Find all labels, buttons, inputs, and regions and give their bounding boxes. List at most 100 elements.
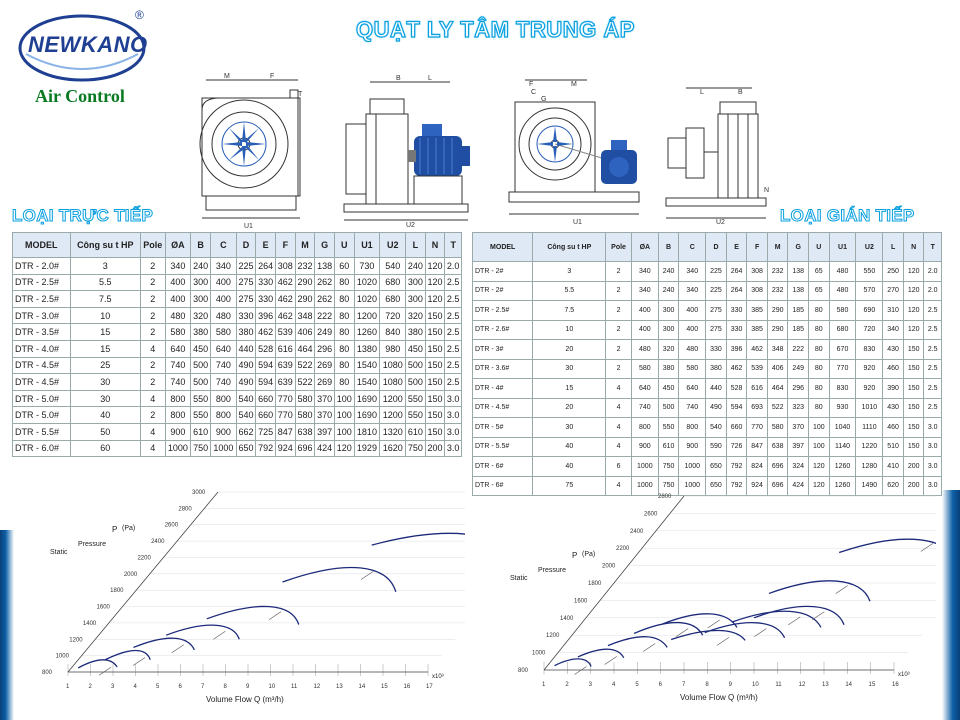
table-cell: 770	[275, 406, 296, 424]
decor-strip-left	[0, 530, 14, 720]
table-cell: 2.5	[444, 356, 462, 375]
dim-label-f: F	[529, 81, 533, 88]
table-cell: 2	[605, 319, 632, 340]
y-axis-label-unit: (Pa)	[582, 551, 595, 558]
table-cell: 7.5	[69, 290, 142, 308]
table-cell: 100	[333, 389, 355, 408]
table-cell: 1080	[379, 373, 407, 391]
table-cell: 340	[678, 280, 707, 301]
table-cell: 2	[140, 323, 166, 341]
table-cell: 730	[353, 257, 381, 275]
table-cell: 3.0	[923, 456, 942, 477]
table-cell: 340	[209, 257, 237, 275]
x-tick-label: 3	[111, 684, 115, 690]
x-tick-label: 13	[336, 684, 343, 690]
column-header: D	[705, 232, 727, 262]
table-cell: 725	[255, 422, 276, 441]
x-axis-label: Volume Flow Q (m³/h)	[206, 695, 284, 704]
table-cell: 300	[190, 290, 211, 308]
model-cell: DTR - 3.5#	[12, 323, 71, 341]
table-cell: 400	[164, 290, 192, 308]
table-cell: 2	[605, 280, 632, 301]
table-cell: 340	[678, 261, 707, 282]
table-cell: 330	[705, 339, 727, 360]
table-cell: 770	[828, 358, 857, 379]
table-cell: 580	[294, 406, 316, 424]
y-tick-label: 1400	[83, 621, 97, 627]
table-cell: 580	[630, 358, 659, 379]
y-tick-label: 2200	[137, 555, 151, 561]
table-cell: 400	[678, 319, 707, 340]
table-cell: 2	[140, 356, 166, 375]
x-tick-label: 16	[404, 684, 411, 690]
model-cell: DTR - 2.6#	[471, 319, 534, 340]
table-cell: 275	[235, 290, 257, 308]
table-cell: 80	[333, 306, 355, 325]
dim-label-m: M	[224, 73, 230, 80]
table-cell: 847	[275, 422, 296, 441]
series-marker	[788, 616, 801, 626]
table-cell: 330	[255, 273, 276, 292]
table-cell: 50	[69, 422, 142, 441]
table-cell: 1000	[678, 475, 707, 496]
table-cell: 2.5	[444, 273, 462, 292]
table-cell: 296	[787, 378, 809, 399]
table-cell: 680	[828, 319, 857, 340]
x-tick-label: 6	[179, 684, 183, 690]
table-cell: 500	[190, 356, 211, 375]
table-cell: 1020	[353, 273, 381, 292]
table-cell: 60	[69, 439, 142, 458]
y-tick-label: 1200	[546, 633, 560, 639]
table-cell: 639	[275, 373, 296, 391]
model-cell: DTR - 2.5#	[471, 300, 534, 321]
table-cell: 380	[705, 358, 727, 379]
x-tick-label: 2	[565, 682, 569, 688]
x-tick-label: 6	[659, 682, 663, 688]
table-cell: 3.0	[444, 439, 462, 458]
table-cell: 330	[235, 306, 257, 325]
table-cell: 1010	[855, 397, 884, 418]
table-cell: 924	[275, 439, 296, 458]
series-curve	[670, 629, 746, 641]
table-cell: 570	[855, 280, 884, 301]
column-header: U2	[855, 232, 884, 262]
column-header: U	[333, 232, 355, 258]
series-curve	[607, 636, 668, 648]
table-cell: 1380	[353, 339, 381, 358]
table-cell: 150	[902, 397, 925, 418]
table-cell: 380	[405, 323, 426, 341]
decor-strip-right	[942, 490, 960, 720]
table-cell: 610	[657, 436, 680, 457]
table-cell: 3.0	[923, 417, 942, 438]
table-cell: 638	[766, 436, 789, 457]
model-cell: DTR - 6#	[471, 475, 534, 496]
y-axis-label-static: Static	[50, 549, 68, 556]
table-cell: 250	[882, 261, 904, 282]
series-curve	[768, 580, 871, 602]
y-axis-label-pressure: Pressure	[538, 567, 566, 574]
table-cell: 522	[294, 373, 316, 391]
dim-label-u1: U1	[573, 219, 582, 226]
table-cell: 80	[808, 319, 830, 340]
table-cell: 580	[678, 358, 707, 379]
table-cell: 264	[725, 261, 748, 282]
table-cell: 580	[209, 323, 237, 341]
table-cell: 225	[705, 261, 727, 282]
table-cell: 80	[808, 339, 830, 360]
series-curve	[165, 624, 240, 640]
table-cell: 3	[532, 261, 607, 282]
table-cell: 2	[140, 406, 166, 424]
table-cell: 1620	[379, 439, 407, 458]
series-marker	[675, 628, 689, 637]
table-cell: 397	[314, 422, 335, 441]
table-cell: 690	[855, 300, 884, 321]
table-cell: 275	[705, 319, 727, 340]
column-header: MODEL	[471, 232, 534, 262]
